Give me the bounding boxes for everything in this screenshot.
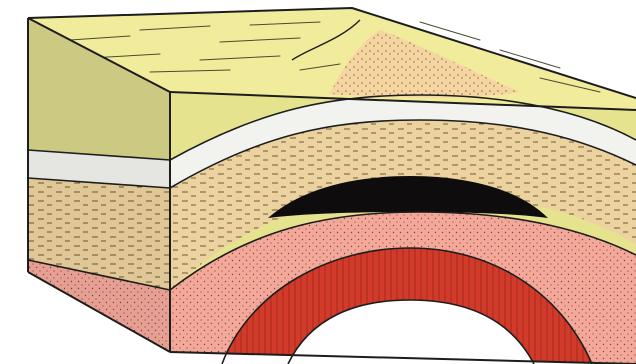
front-face (170, 92, 636, 364)
